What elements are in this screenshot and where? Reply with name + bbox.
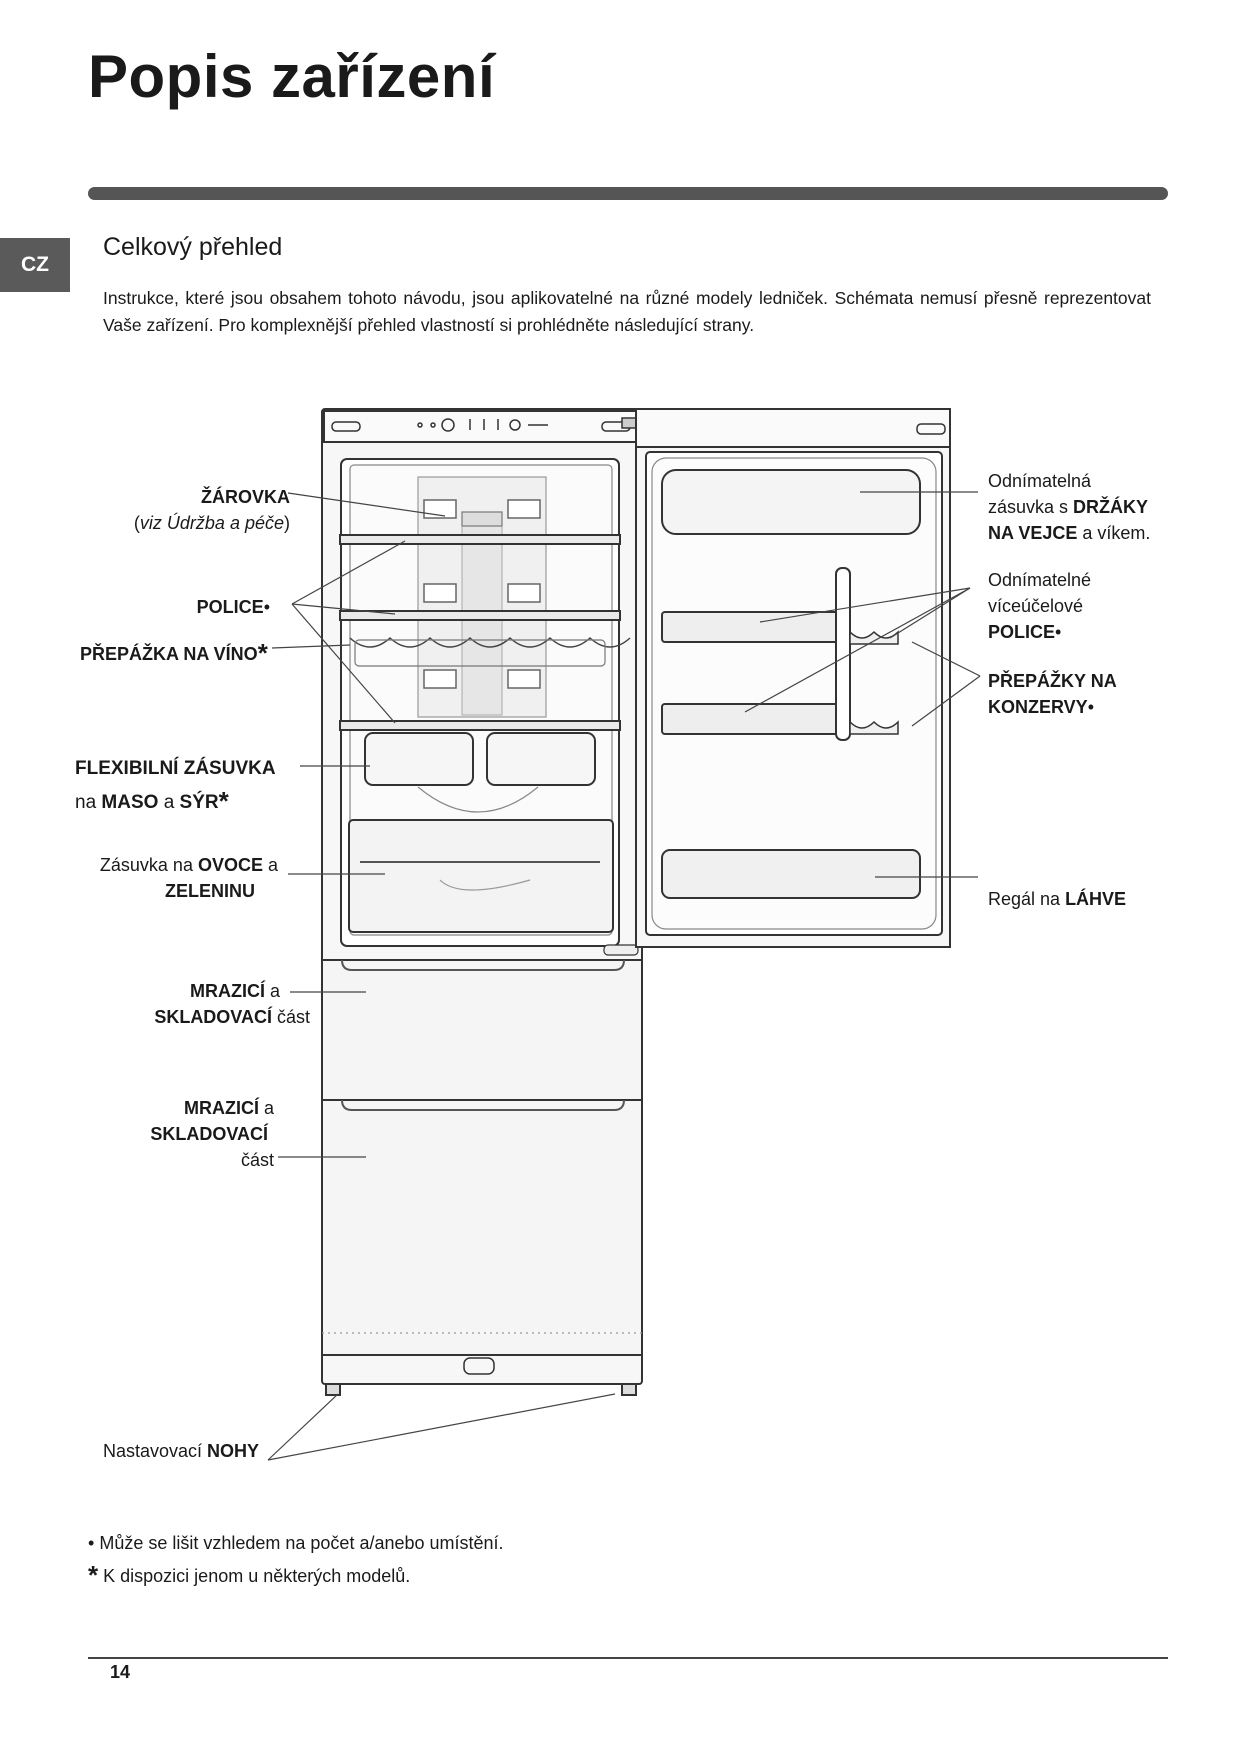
bottom-divider bbox=[88, 1657, 1168, 1659]
top-divider bbox=[88, 187, 1168, 200]
fridge-shelves bbox=[339, 534, 621, 731]
label-freezer-1: MRAZICÍ a SKLADOVACÍ část bbox=[154, 981, 310, 1027]
freezer-drawer-2 bbox=[321, 1099, 643, 1356]
label-wine-rack: PŘEPÁŽKA NA VÍNO* bbox=[80, 638, 268, 668]
page-title: Popis zařízení bbox=[88, 43, 496, 110]
intro-paragraph: Instrukce, které jsou obsahem tohoto náv… bbox=[103, 288, 1151, 335]
label-veg-drawer: Zásuvka na OVOCE a ZELENINU bbox=[99, 855, 278, 901]
label-bottle-rack: Regál na LÁHVE bbox=[988, 889, 1127, 909]
label-door-shelves: Odnímatelné víceúčelové POLICE• bbox=[988, 570, 1092, 642]
can-holder-2 bbox=[849, 720, 899, 735]
bottle-rack bbox=[661, 849, 921, 899]
egg-box bbox=[661, 469, 921, 535]
section-subtitle: Celkový přehled bbox=[103, 233, 283, 261]
label-shelves: POLICE• bbox=[196, 597, 270, 617]
light-bulb-icon bbox=[461, 511, 503, 527]
page-number: 14 bbox=[110, 1662, 131, 1682]
label-feet: Nastavovací NOHY bbox=[103, 1441, 260, 1461]
label-freezer-2: MRAZICÍ a SKLADOVACÍ část bbox=[150, 1098, 274, 1170]
door-shelf-1 bbox=[661, 611, 839, 643]
footnotes: • Může se lišit vzhledem na počet a/aneb… bbox=[88, 1527, 504, 1592]
meat-drawer bbox=[364, 732, 474, 786]
footnote-bullet: • Může se lišit vzhledem na počet a/aneb… bbox=[88, 1533, 504, 1553]
cheese-drawer bbox=[486, 732, 596, 786]
back-vents bbox=[423, 499, 541, 689]
crisper-drawer bbox=[348, 819, 614, 933]
foot-right bbox=[621, 1383, 637, 1396]
label-egg-box: Odnímatelná zásuvka s DRŽÁKY NA VEJCE a … bbox=[988, 471, 1151, 543]
footnote-star: * K dispozici jenom u některých modelů. bbox=[88, 1560, 411, 1590]
label-flex-drawer: FLEXIBILNÍ ZÁSUVKA na MASO a SÝR* bbox=[75, 758, 276, 816]
label-can-holders: PŘEPÁŽKY NA KONZERVY• bbox=[988, 671, 1117, 717]
door-shelf-2 bbox=[661, 703, 839, 735]
leader-lines bbox=[267, 491, 981, 1461]
door-post bbox=[835, 567, 851, 741]
language-tab: CZ bbox=[0, 238, 70, 292]
control-panel bbox=[323, 410, 641, 443]
label-bulb: ŽÁROVKA (viz Údržba a péče) bbox=[133, 487, 290, 533]
control-knobs bbox=[417, 418, 548, 432]
wine-rack bbox=[349, 636, 631, 648]
freezer-drawer-1 bbox=[321, 959, 643, 1101]
foot-left bbox=[325, 1383, 341, 1396]
can-holder-1 bbox=[849, 630, 899, 645]
